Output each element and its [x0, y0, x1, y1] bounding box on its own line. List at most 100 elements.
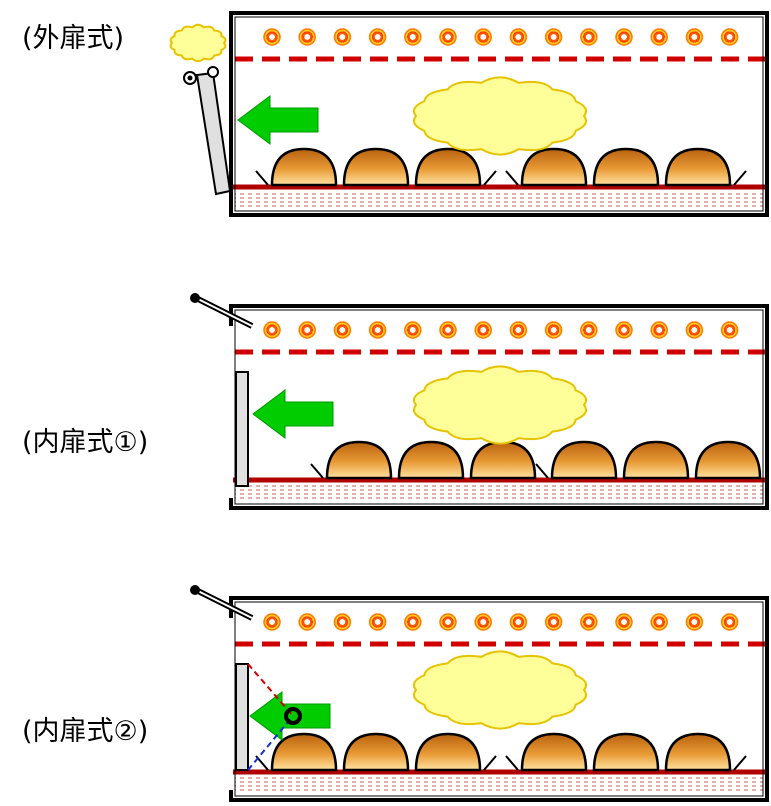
tray-edge: [505, 170, 519, 186]
bread-loaf: [520, 732, 588, 772]
bread-loaf: [325, 440, 393, 480]
bread-loaf: [664, 147, 732, 187]
heater-element: [298, 321, 316, 339]
inner-door: [235, 663, 249, 771]
heater-element: [368, 321, 387, 339]
heater-element: [368, 613, 387, 631]
inner-door: [235, 371, 249, 487]
door-hinge-icon: [207, 66, 219, 78]
heater-element: [263, 321, 281, 339]
heater-element: [404, 613, 422, 631]
heater-element: [720, 613, 739, 631]
bread-loaf: [414, 147, 482, 187]
airflow-arrow-icon: [249, 691, 331, 741]
heater-element: [333, 613, 352, 631]
inner-door-1-oven: [190, 293, 769, 510]
tray-edge: [483, 755, 497, 771]
heater-element: [650, 28, 668, 46]
outer-door-type-label: (外扉式): [22, 23, 125, 54]
bread-loaf: [550, 440, 618, 480]
heater-element: [298, 613, 316, 631]
oven-floor: [235, 776, 763, 792]
tray-edge: [733, 170, 747, 186]
heater-element: [509, 613, 528, 631]
door-handle-knob: [190, 293, 200, 303]
heater-element: [509, 28, 528, 46]
bread-loaf: [270, 732, 338, 772]
heater-element: [368, 28, 387, 46]
heater-element: [333, 321, 352, 339]
inner-door-2-oven: [190, 585, 769, 802]
bread-loaf: [592, 147, 660, 187]
heater-element: [474, 321, 492, 339]
tray-edge: [255, 170, 269, 186]
door-pivot-icon: [284, 707, 302, 725]
bread-loaf: [342, 147, 410, 187]
heater-element: [580, 321, 598, 339]
heater-element: [474, 613, 492, 631]
heater-element: [439, 613, 457, 631]
door-hinge-pin: [187, 75, 193, 81]
bread-loaf: [520, 147, 588, 187]
heater-element: [263, 613, 281, 631]
door-swing-path-blue: [247, 715, 294, 771]
bread-loaf: [694, 440, 762, 480]
inner-door-type-2-label: (内扉式②): [22, 716, 149, 747]
heater-element: [404, 321, 422, 339]
heater-element: [615, 28, 633, 46]
inner-door-type-1-label: (内扉式①): [22, 427, 149, 458]
heater-element: [404, 28, 422, 46]
escaping-steam-icon: [169, 23, 227, 63]
heater-element: [439, 321, 457, 339]
door-swing-path-red: [247, 663, 294, 717]
bread-loaf: [270, 147, 338, 187]
door-handle-knob: [190, 585, 200, 595]
oven-body: [229, 304, 769, 510]
heater-element: [439, 28, 457, 46]
oven-inner-wall: [234, 16, 764, 212]
steam-cloud-icon: [413, 76, 587, 156]
heater-element: [474, 28, 492, 46]
heater-element: [580, 613, 598, 631]
heater-element: [685, 613, 704, 631]
heater-element: [544, 613, 563, 631]
tray-edge: [483, 170, 497, 186]
airflow-arrow-icon: [252, 389, 334, 439]
heater-element: [544, 321, 563, 339]
door-handle-highlight: [195, 589, 253, 619]
heater-element: [544, 28, 563, 46]
tray-edge: [535, 463, 549, 479]
bread-loaf: [622, 440, 690, 480]
tray-edge: [310, 463, 324, 479]
bread-loaf: [342, 732, 410, 772]
heater-element: [615, 321, 633, 339]
tray-edge: [505, 755, 519, 771]
oven-floor: [235, 191, 763, 207]
heater-element: [615, 613, 633, 631]
bread-loaf: [414, 732, 482, 772]
heater-element: [263, 28, 281, 46]
oven-body: [229, 11, 769, 217]
heater-element: [650, 321, 668, 339]
steam-cloud-icon: [413, 650, 587, 730]
heater-element: [580, 28, 598, 46]
oven-floor: [235, 484, 763, 500]
tray-edge: [733, 755, 747, 771]
bread-loaf: [592, 732, 660, 772]
heater-element: [720, 321, 739, 339]
bread-loaf: [469, 440, 537, 480]
outer-door-oven: [169, 11, 769, 217]
steam-cloud-icon: [413, 365, 587, 445]
heater-element: [333, 28, 352, 46]
heater-element: [685, 28, 704, 46]
oven-body: [229, 596, 769, 802]
airflow-arrow-icon: [237, 95, 319, 145]
heater-element: [720, 28, 739, 46]
heater-element: [509, 321, 528, 339]
heater-element: [650, 613, 668, 631]
bread-loaf: [664, 732, 732, 772]
door-handle-highlight: [195, 297, 253, 327]
outer-door: [195, 71, 232, 196]
bread-loaf: [397, 440, 465, 480]
